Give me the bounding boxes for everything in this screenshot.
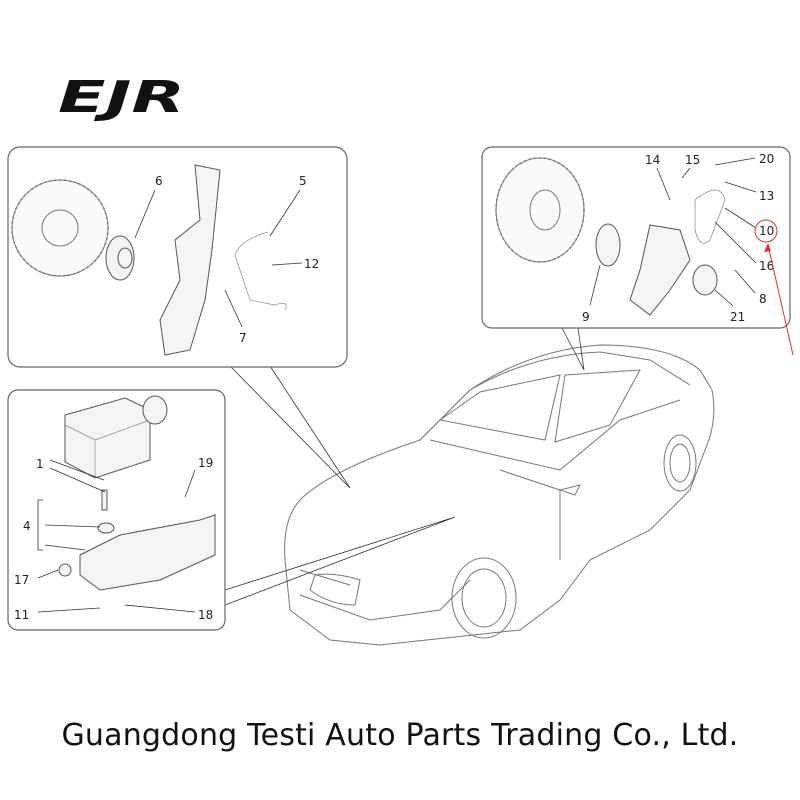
callout-label-16: 16 [759, 259, 774, 273]
callout-label-9: 9 [582, 310, 590, 324]
callout-front [229, 365, 351, 489]
abs-unit-panel: 1 19 4 17 11 18 [7, 389, 226, 631]
logo-text: EJR [58, 72, 185, 123]
callout-label-10: 10 [759, 224, 774, 238]
callout-label-12: 12 [304, 257, 319, 271]
company-name: Guangdong Testi Auto Parts Trading Co., … [61, 718, 739, 753]
highlight-marker [754, 219, 794, 356]
callout-label-6: 6 [155, 174, 163, 188]
callout-label-15: 15 [685, 153, 700, 167]
callout-label-8: 8 [759, 292, 767, 306]
callout-label-13: 13 [759, 189, 774, 203]
callout-label-14: 14 [645, 153, 660, 167]
callout-label-5: 5 [299, 174, 307, 188]
callout-label-19: 19 [198, 456, 213, 470]
logo: EJR [58, 72, 185, 123]
rear-wheel-panel: 14 15 20 13 10 16 8 21 9 [481, 146, 791, 329]
callout-rear [561, 327, 585, 371]
callout-label-11: 11 [14, 608, 29, 622]
callout-label-1: 1 [36, 457, 44, 471]
callout-label-4: 4 [23, 519, 31, 533]
callout-label-7: 7 [239, 331, 247, 345]
callout-label-18: 18 [198, 608, 213, 622]
callout-label-17: 17 [14, 573, 29, 587]
callout-label-21: 21 [730, 310, 745, 324]
car-illustration [284, 344, 715, 646]
callout-abs [224, 516, 456, 606]
front-wheel-panel: 6 5 12 7 [7, 146, 348, 368]
callout-label-20: 20 [759, 152, 774, 166]
